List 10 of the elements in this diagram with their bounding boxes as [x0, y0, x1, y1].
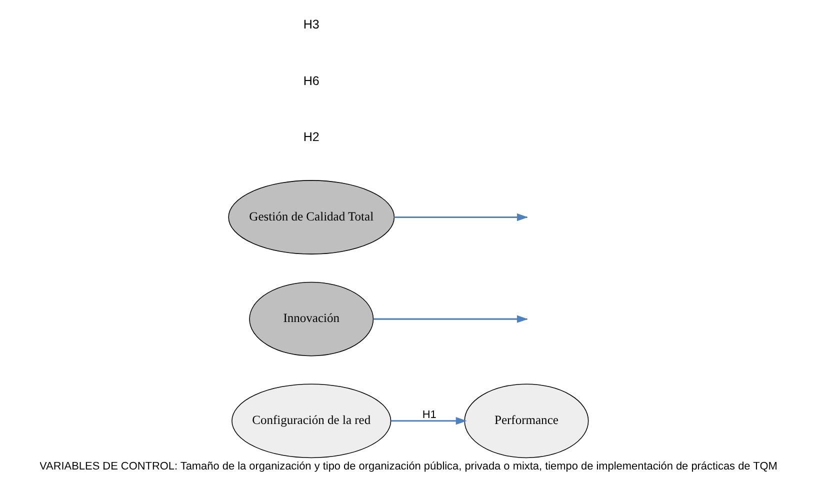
- label: H6: [303, 74, 320, 88]
- caption: VARIABLES DE CONTROL: Tamaño de la organización y tipo de organización pública, privada o mixta, tiempo de implementación de prácticas de TQM: [40, 460, 778, 473]
- node-ellipse: Configuración de la red: [232, 384, 392, 458]
- node-ellipse: Performance: [464, 384, 589, 458]
- label: H3: [303, 17, 320, 32]
- arrow: [391, 417, 467, 425]
- node-ellipse: Gestión de Calidad Total: [228, 180, 395, 254]
- node-ellipse: Innovación: [249, 282, 374, 356]
- label: H2: [303, 130, 320, 144]
- edge-label: H1: [422, 408, 436, 421]
